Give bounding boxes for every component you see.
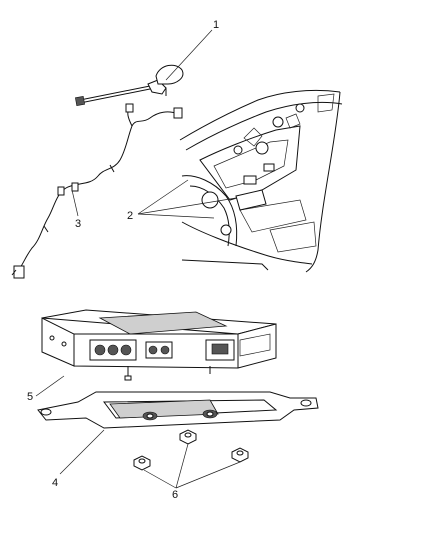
nut-part-2 bbox=[133, 455, 151, 471]
nut-part-3 bbox=[231, 447, 249, 463]
receiver-module-part bbox=[41, 309, 277, 381]
mounting-bracket-part bbox=[37, 391, 319, 429]
callout-3: 3 bbox=[75, 218, 81, 230]
callout-2: 2 bbox=[127, 210, 133, 222]
cable-harness-part bbox=[11, 103, 183, 279]
leader-lines bbox=[35, 29, 241, 489]
callout-5: 5 bbox=[27, 391, 33, 403]
antenna-part bbox=[75, 64, 184, 106]
callout-6: 6 bbox=[172, 489, 178, 501]
vehicle-body-view bbox=[179, 89, 343, 273]
nut-part-1 bbox=[179, 429, 197, 445]
callout-1: 1 bbox=[213, 19, 219, 31]
callout-4: 4 bbox=[52, 477, 58, 489]
